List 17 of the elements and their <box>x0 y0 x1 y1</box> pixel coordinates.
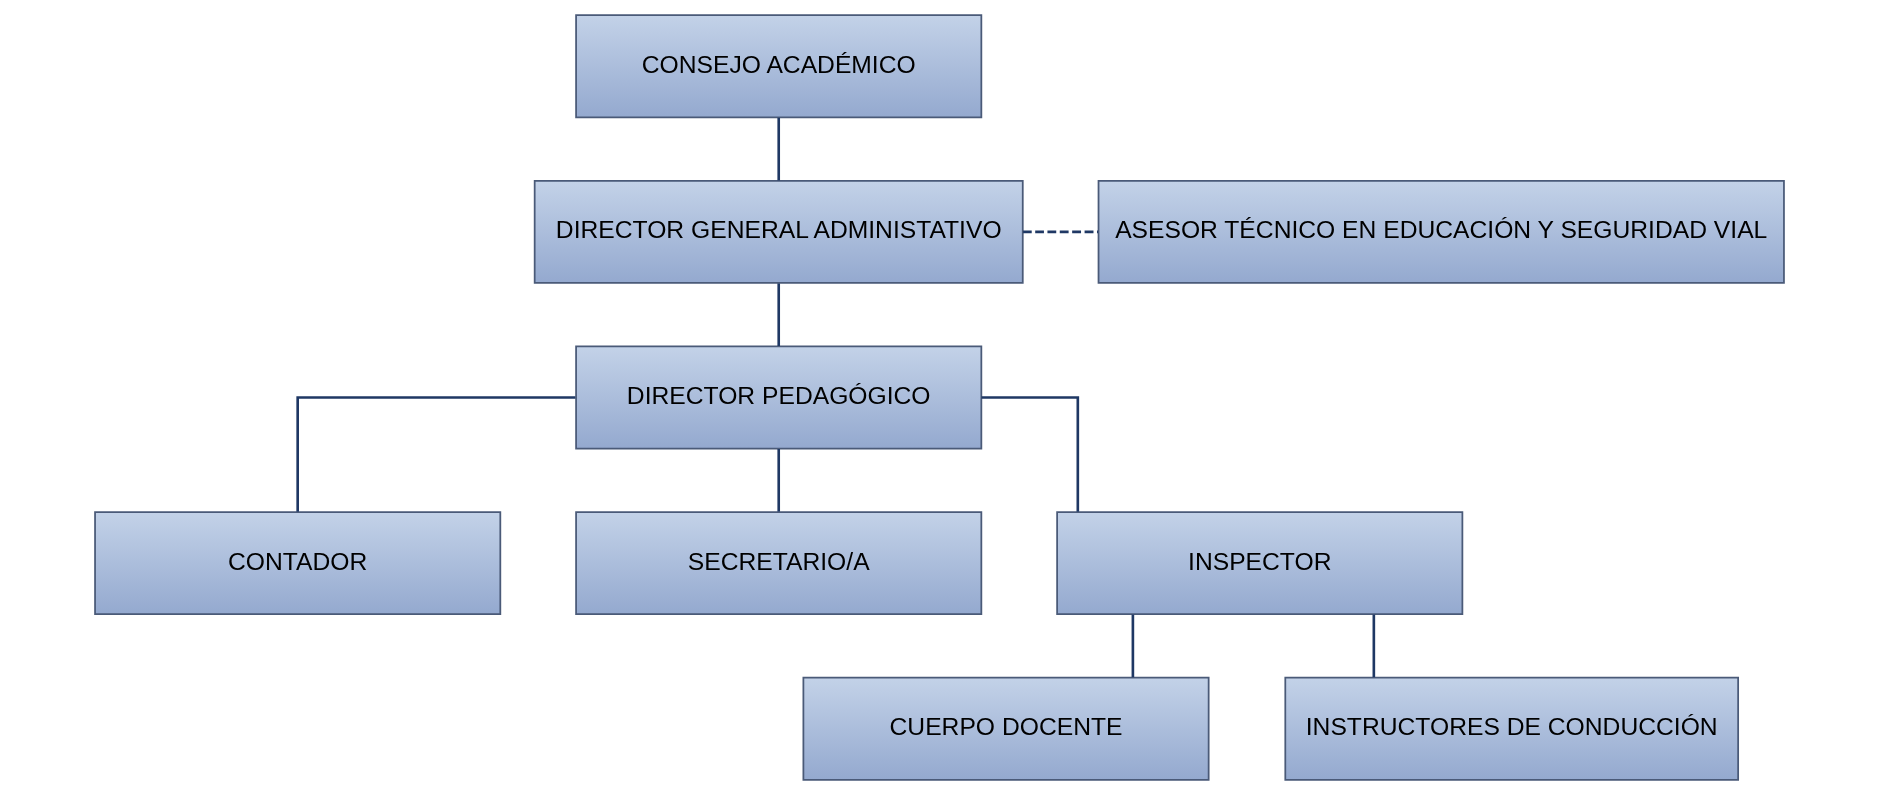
node-box: ASESOR TÉCNICO EN EDUCACIÓN Y SEGURIDAD VIAL <box>1097 179 1785 284</box>
node-box: INSPECTOR <box>1056 511 1464 616</box>
node-box: DIRECTOR GENERAL ADMINISTATIVO <box>533 179 1024 284</box>
connector <box>777 449 781 512</box>
connector <box>777 117 781 181</box>
node-box: CUERPO DOCENTE <box>802 676 1210 781</box>
connector <box>1023 230 1099 234</box>
connector <box>1372 614 1376 678</box>
connector <box>296 396 576 512</box>
connector <box>777 283 781 347</box>
connector <box>981 396 1080 512</box>
connector <box>1131 614 1135 678</box>
node-box: CONTADOR <box>94 511 502 616</box>
node-box: DIRECTOR PEDAGÓGICO <box>575 345 983 450</box>
node-box: SECRETARIO/A <box>575 511 983 616</box>
node-box: INSTRUCTORES DE CONDUCCIÓN <box>1284 676 1740 781</box>
node-box: CONSEJO ACADÉMICO <box>575 14 983 119</box>
